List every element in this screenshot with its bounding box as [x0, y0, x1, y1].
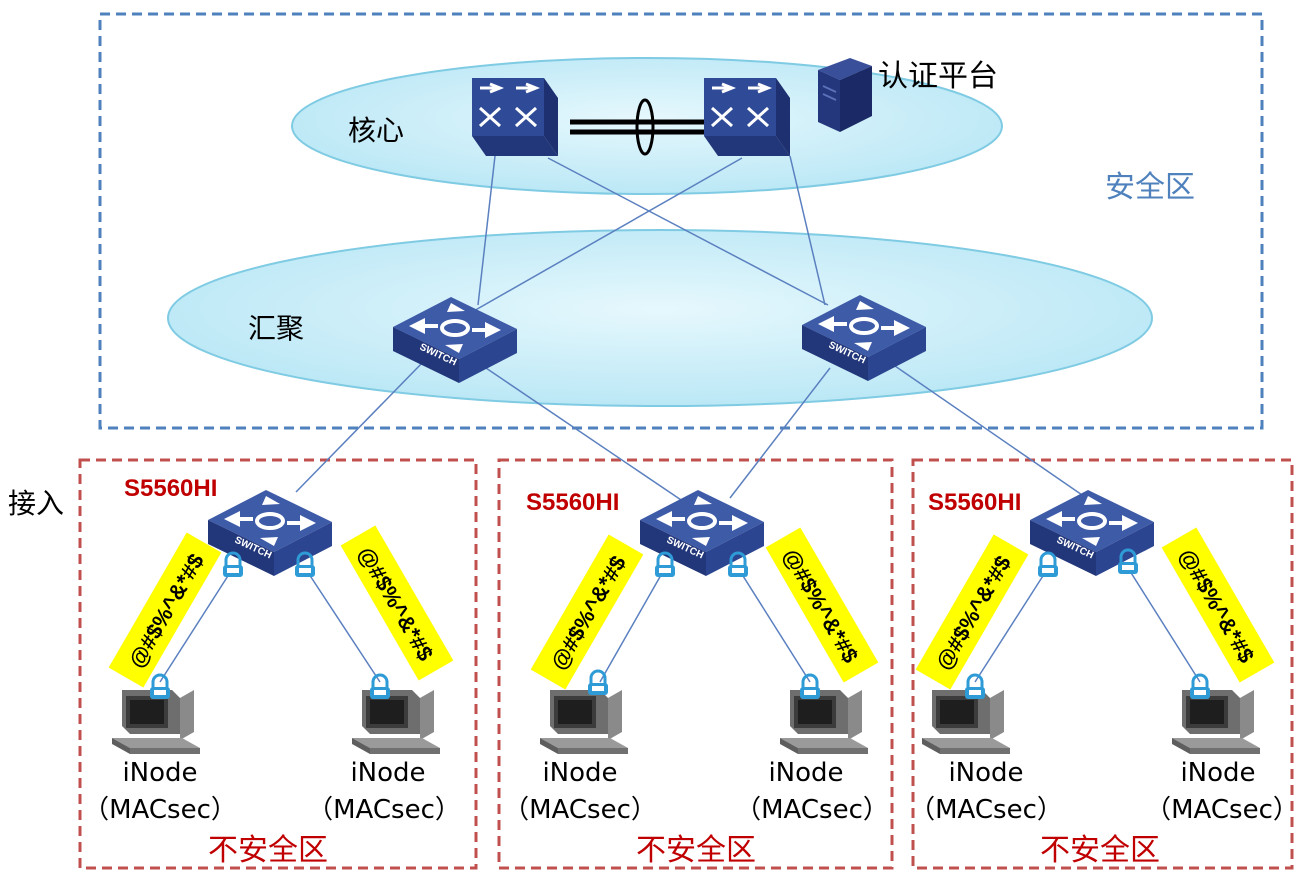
- pc-icon: [922, 690, 1010, 754]
- link-acc1-pc2: [304, 567, 381, 683]
- client-note: （MACsec）: [307, 795, 461, 825]
- client-name: iNode: [350, 758, 425, 788]
- client-name: iNode: [542, 758, 617, 788]
- link-agg2-acc2: [729, 367, 831, 499]
- insecure-zone-label: 不安全区: [208, 833, 328, 868]
- access-group-2: S5560HI @#$%^&*#$ @#$%^&*#$ iNode （MACse…: [503, 488, 889, 868]
- access-switch-model-label: S5560HI: [928, 489, 1021, 516]
- link-acc2-pc2: [737, 567, 811, 683]
- lock-icon: [1188, 673, 1212, 701]
- client-name: iNode: [768, 758, 843, 788]
- encrypted-tag-right: @#$%^&*#$: [340, 525, 454, 681]
- link-agg1-acc2: [482, 365, 691, 507]
- pc-icon: [352, 690, 440, 754]
- core-link-aggregation: [570, 98, 706, 156]
- client-note: （MACsec）: [909, 795, 1063, 825]
- pc-icon: [780, 690, 868, 754]
- link-agg2-acc3: [894, 365, 1086, 498]
- aggregation-layer-ellipse: [167, 229, 1153, 407]
- access-group-3: S5560HI @#$%^&*#$ @#$%^&*#$ iNode （MACse…: [909, 488, 1297, 868]
- insecure-zone-border-2: [497, 458, 894, 870]
- pc-icon: [112, 690, 200, 754]
- insecure-zone-border-1: [78, 458, 478, 870]
- lock-icon: [586, 669, 610, 697]
- access-switch-model-label: S5560HI: [124, 475, 217, 502]
- access-layer-label: 接入: [8, 487, 64, 520]
- network-links: [159, 155, 1201, 683]
- link-acc1-pc1: [159, 567, 234, 683]
- pc-icon: [540, 690, 628, 754]
- secure-zone-border: [98, 12, 1264, 430]
- lock-icon: [798, 673, 822, 701]
- lock-icon: [148, 673, 172, 701]
- client-name: iNode: [122, 758, 197, 788]
- link-core1-agg1: [477, 155, 496, 306]
- encrypted-tag-right: @#$%^&*#$: [1161, 527, 1275, 683]
- insecure-zone-border-3: [911, 458, 1294, 870]
- lock-icon: [368, 673, 392, 701]
- link-acc3-pc2: [1127, 567, 1201, 683]
- client-name: iNode: [948, 758, 1023, 788]
- access-group-1: S5560HI @#$%^&*#$ @#$%^&*#$ iNode （MACse…: [83, 475, 461, 868]
- server-icon: [818, 58, 872, 132]
- link-core2-agg1: [471, 157, 743, 313]
- lock-icon: [963, 673, 987, 701]
- lock-icon: [221, 551, 245, 579]
- insecure-zone-borders: [78, 458, 1294, 870]
- access-switch-model-label: S5560HI: [526, 489, 619, 516]
- encrypted-tag-right: @#$%^&*#$: [765, 527, 879, 683]
- link-core2-agg2: [789, 155, 826, 306]
- insecure-zone-label: 不安全区: [1040, 833, 1160, 868]
- encrypted-tag-left: @#$%^&*#$: [915, 534, 1029, 690]
- link-core1-agg2: [547, 157, 829, 306]
- auth-platform-label: 认证平台: [878, 59, 998, 94]
- lock-icon: [1036, 551, 1060, 579]
- client-note: （MACsec）: [503, 795, 657, 825]
- client-name: iNode: [1180, 758, 1255, 788]
- encrypted-tag-left: @#$%^&*#$: [530, 534, 644, 690]
- core-layer-label: 核心: [348, 114, 404, 147]
- secure-zone-label: 安全区: [1105, 170, 1195, 205]
- client-note: （MACsec）: [1145, 795, 1297, 825]
- link-acc2-pc1: [599, 567, 666, 683]
- link-agg1-acc1: [295, 359, 426, 493]
- core-switch-1-icon: [470, 76, 560, 158]
- aggregation-layer-label: 汇聚: [248, 312, 304, 345]
- client-note: （MACsec）: [735, 795, 889, 825]
- lock-icon: [653, 551, 677, 579]
- link-acc3-pc1: [974, 567, 1049, 683]
- client-note: （MACsec）: [83, 795, 237, 825]
- encrypted-tag-left: @#$%^&*#$: [108, 532, 222, 688]
- core-switch-2-icon: [702, 76, 792, 158]
- pc-icon: [1172, 690, 1260, 754]
- insecure-zone-label: 不安全区: [636, 833, 756, 868]
